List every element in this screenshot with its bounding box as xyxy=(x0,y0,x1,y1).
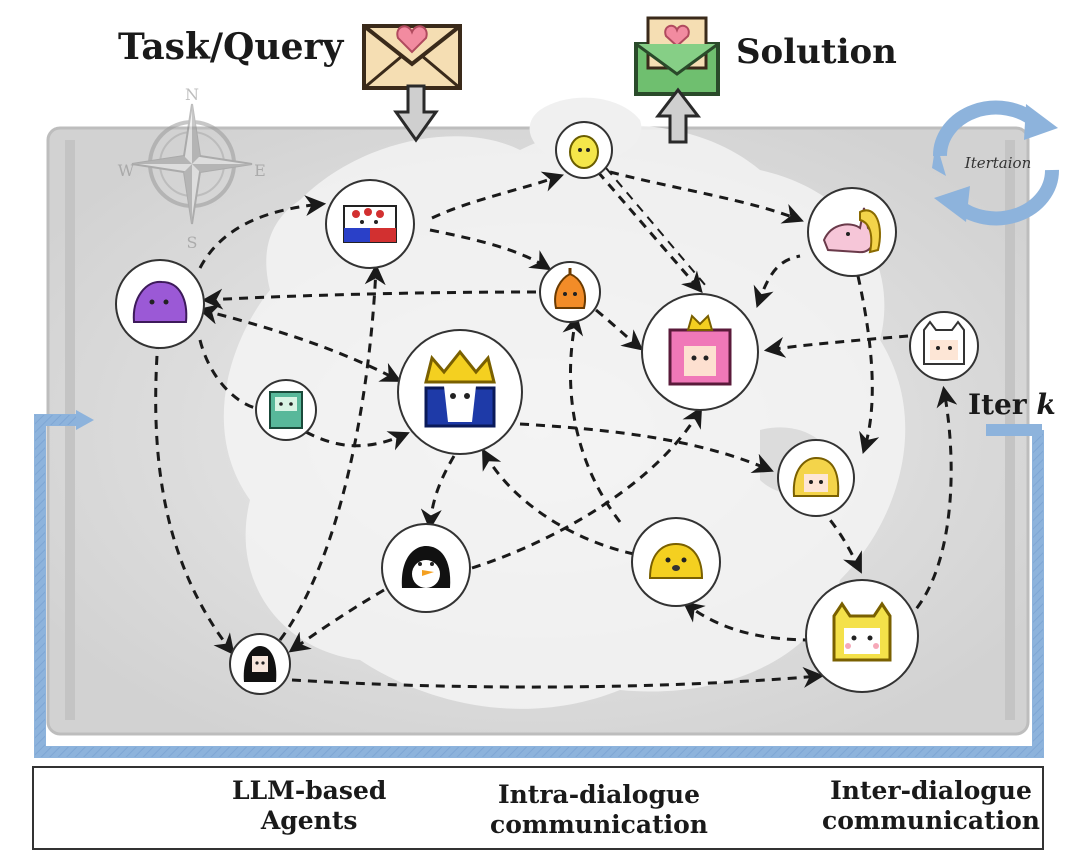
iteration-cycle-label: Itertaion xyxy=(964,154,1031,172)
dark-hair-agent xyxy=(229,633,291,695)
up-arrow-icon xyxy=(654,87,702,144)
task-envelope-icon xyxy=(362,24,462,90)
legend-intra-line1: Intra-dialogue xyxy=(497,780,701,809)
edge xyxy=(519,422,774,474)
edge xyxy=(197,304,402,382)
edge xyxy=(481,448,635,556)
compass-icon: N E S W xyxy=(118,85,266,252)
edge xyxy=(201,288,537,310)
svg-text:S: S xyxy=(187,233,198,252)
edge xyxy=(595,308,644,351)
edge xyxy=(278,263,386,641)
edge xyxy=(154,339,235,656)
penguin-icon xyxy=(401,546,451,588)
iter-prefix: Iter xyxy=(968,388,1027,421)
iter-variable: k xyxy=(1036,388,1056,421)
white-cat-agent xyxy=(909,311,979,381)
yellow-hair-agent xyxy=(777,439,855,517)
edge xyxy=(288,588,385,653)
legend-agents-label: LLM-based Agents xyxy=(232,776,386,836)
purple-slime-icon xyxy=(132,280,188,323)
penguin-agent xyxy=(381,523,471,613)
intra-dialogue-edges xyxy=(154,167,958,689)
yellow-blob-agent xyxy=(555,121,613,179)
crowned-flag-agent xyxy=(325,179,415,269)
edge xyxy=(562,313,622,523)
svg-text:W: W xyxy=(118,161,135,180)
yellow-blob-icon xyxy=(569,135,599,169)
yellow-dog-icon xyxy=(648,542,704,579)
unicorn-icon xyxy=(822,207,881,254)
unicorn-agent xyxy=(807,187,897,277)
edge xyxy=(471,406,703,570)
edge xyxy=(682,601,813,642)
task-query-label: Task/Query xyxy=(118,26,344,68)
edge xyxy=(291,666,825,689)
legend-agents-line1: LLM-based xyxy=(232,776,387,805)
solution-label: Solution xyxy=(736,32,897,72)
legend-inter-line1: Inter-dialogue xyxy=(830,776,1032,805)
yellow-cat-agent xyxy=(805,579,919,693)
edge xyxy=(431,171,564,220)
edge xyxy=(904,385,958,622)
ice-king-icon xyxy=(424,349,496,428)
svg-text:E: E xyxy=(254,161,266,180)
edge xyxy=(420,455,456,531)
legend-agents-line2: Agents xyxy=(260,806,358,835)
yellow-cat-icon xyxy=(832,601,892,662)
down-arrow-icon xyxy=(393,84,439,143)
legend-intra-label: Intra-dialogue communication xyxy=(490,780,708,840)
edge xyxy=(596,171,703,294)
legend-intra-line2: communication xyxy=(490,810,708,839)
iter-k-label: Iter k xyxy=(968,388,1056,421)
iteration-cycle-icon xyxy=(932,100,1060,226)
green-robot-agent xyxy=(255,379,317,441)
yellow-hair-icon xyxy=(792,456,840,497)
dark-hair-icon xyxy=(243,646,277,682)
legend-box: LLM-based Agents Intra-dialogue communic… xyxy=(32,766,1044,850)
edge xyxy=(605,167,707,287)
edge xyxy=(198,195,327,269)
yellow-dog-agent xyxy=(631,517,721,607)
green-robot-icon xyxy=(269,391,303,429)
white-cat-icon xyxy=(923,320,965,365)
solution-envelope-icon xyxy=(634,16,720,96)
svg-text:N: N xyxy=(185,85,199,104)
purple-slime-agent xyxy=(115,259,205,349)
flag-face-icon xyxy=(343,205,397,243)
edge xyxy=(763,334,909,358)
edge xyxy=(429,228,552,271)
edge xyxy=(753,254,801,308)
edge xyxy=(856,275,880,455)
ice-king-agent xyxy=(397,329,523,455)
orange-flame-icon xyxy=(554,268,586,309)
pink-princess-agent xyxy=(641,293,759,411)
legend-inter-label: Inter-dialogue communication xyxy=(822,776,1040,836)
legend-inter-line2: communication xyxy=(822,806,1040,835)
orange-flame-agent xyxy=(539,261,601,323)
inter-dialogue-loop xyxy=(34,410,1044,758)
agent-nodes xyxy=(115,121,979,695)
pink-princess-icon xyxy=(668,314,732,386)
